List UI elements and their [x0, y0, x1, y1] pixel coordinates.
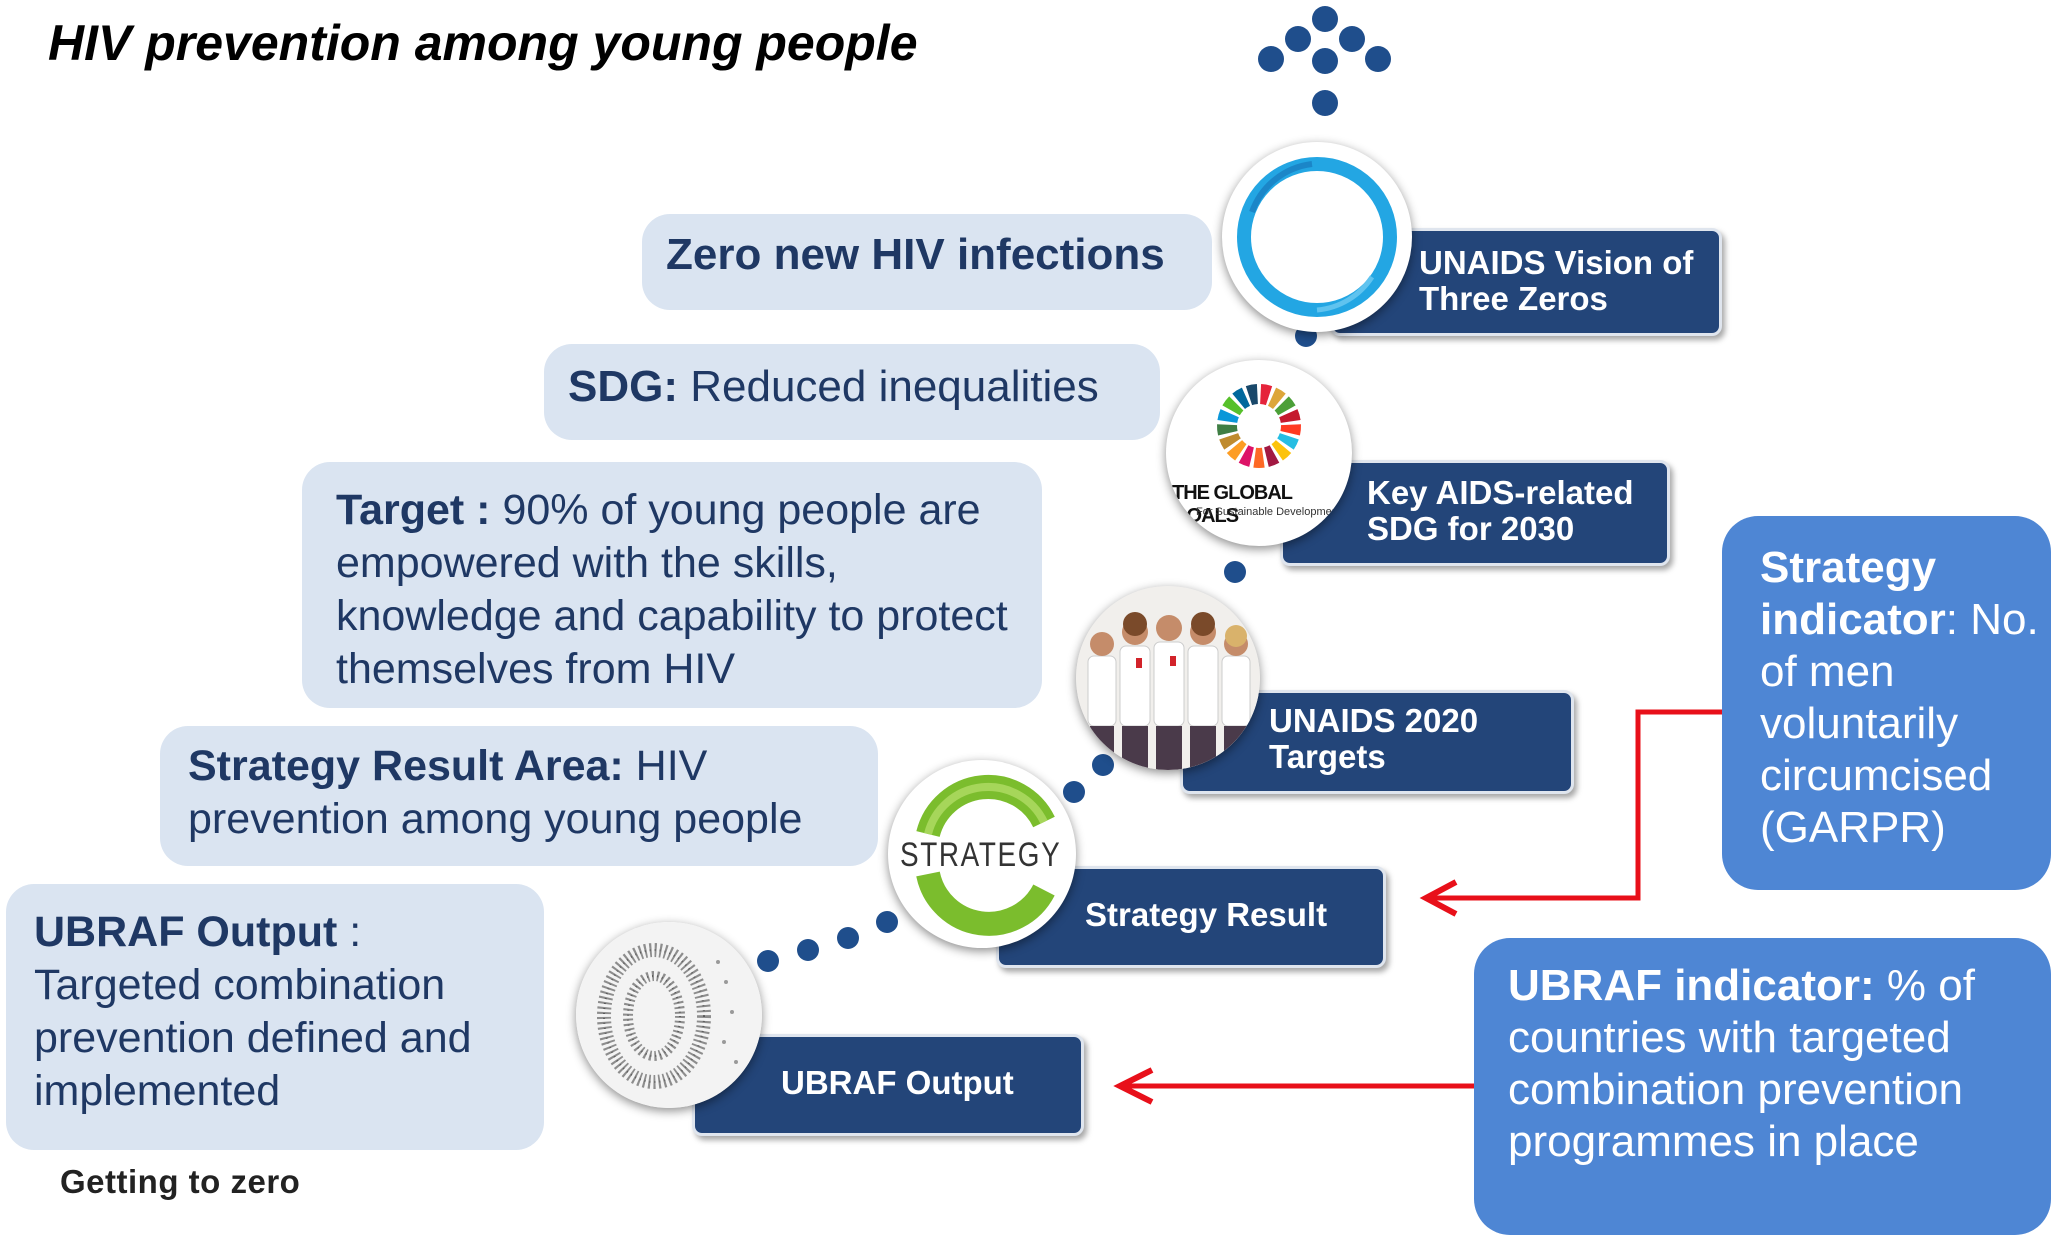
strategy-icon: STRATEGY	[888, 760, 1076, 948]
sdg-wheel-segment	[1274, 396, 1296, 416]
global-goals-subtitle: For Sustainable Development	[1196, 506, 1341, 518]
strategy-indicator-label: Strategy indicator	[1760, 543, 1946, 644]
young-people-photo-icon	[1076, 586, 1260, 770]
ubraf-output-box: UBRAF Output : Targeted combination prev…	[6, 884, 544, 1150]
sdg-wheel-segment	[1267, 387, 1286, 410]
ubraf-output-label: UBRAF Output	[34, 908, 338, 956]
sdg-wheel-segment	[1222, 396, 1244, 416]
ubraf-indicator-text: % of countries with targeted combination…	[1508, 961, 1975, 1166]
footer-logo-text: Getting to zero	[60, 1163, 301, 1200]
strategy-area-text: HIV prevention among young people	[188, 742, 803, 843]
target-box: Target : 90% of young people are empower…	[302, 462, 1042, 708]
page-title: HIV prevention among young people	[48, 15, 918, 71]
sdg-wheel-segment	[1219, 433, 1241, 450]
three-zeros-ring-icon	[1222, 142, 1412, 332]
ubraf-node-label: UBRAF Output	[692, 1034, 1084, 1136]
zero-infections-text: Zero new HIV infections	[666, 230, 1165, 279]
sdg-wheel-segment	[1264, 445, 1280, 467]
ubraf-indicator-box: UBRAF indicator: % of countries with tar…	[1474, 938, 2051, 1235]
target-label: Target :	[336, 486, 491, 534]
ubraf-output-text: : Targeted combination prevention define…	[34, 908, 472, 1115]
sdg-wheel-segment	[1279, 409, 1301, 423]
sdg-wheel-segment	[1271, 440, 1292, 461]
strategy-area-label: Strategy Result Area:	[188, 742, 624, 790]
target-text: 90% of young people are empowered with t…	[336, 486, 1008, 693]
sdg-wheel-segment	[1238, 445, 1254, 467]
sdg-text: Reduced inequalities	[678, 362, 1099, 411]
sdg-wheel-segment	[1217, 424, 1238, 436]
sdg-wheel-segment	[1277, 433, 1299, 450]
strategy-area-box: Strategy Result Area: HIV prevention amo…	[160, 726, 878, 866]
sdg-label: SDG:	[568, 362, 678, 411]
sdg-wheel-segment	[1260, 384, 1273, 406]
sdg-wheel-segment	[1253, 447, 1265, 468]
strategy-indicator-text: : No. of men voluntarily circumcised (GA…	[1760, 595, 2039, 852]
strategy-indicator-box: Strategy indicator: No. of men voluntari…	[1722, 516, 2051, 890]
sdg-wheel-segment	[1232, 387, 1251, 410]
ubraf-indicator-label: UBRAF indicator:	[1508, 961, 1875, 1010]
global-goals-icon: THE GLOBAL GOALS For Sustainable Develop…	[1166, 360, 1352, 546]
sdg-wheel-segment	[1280, 424, 1301, 436]
strategy-node-label: Strategy Result	[996, 866, 1386, 968]
strategy-word: STRATEGY	[900, 836, 1062, 874]
zero-infections-box: Zero new HIV infections	[642, 214, 1212, 310]
sdg-wheel-segment	[1245, 384, 1258, 406]
sdg-wheel-segment	[1217, 409, 1239, 423]
global-goals-wordmark: THE GLOBAL GOALS	[1172, 482, 1293, 527]
crowd-zero-photo-icon	[576, 922, 762, 1108]
sdg-box: SDG: Reduced inequalities	[544, 344, 1160, 440]
sdg-wheel-segment	[1226, 440, 1247, 461]
